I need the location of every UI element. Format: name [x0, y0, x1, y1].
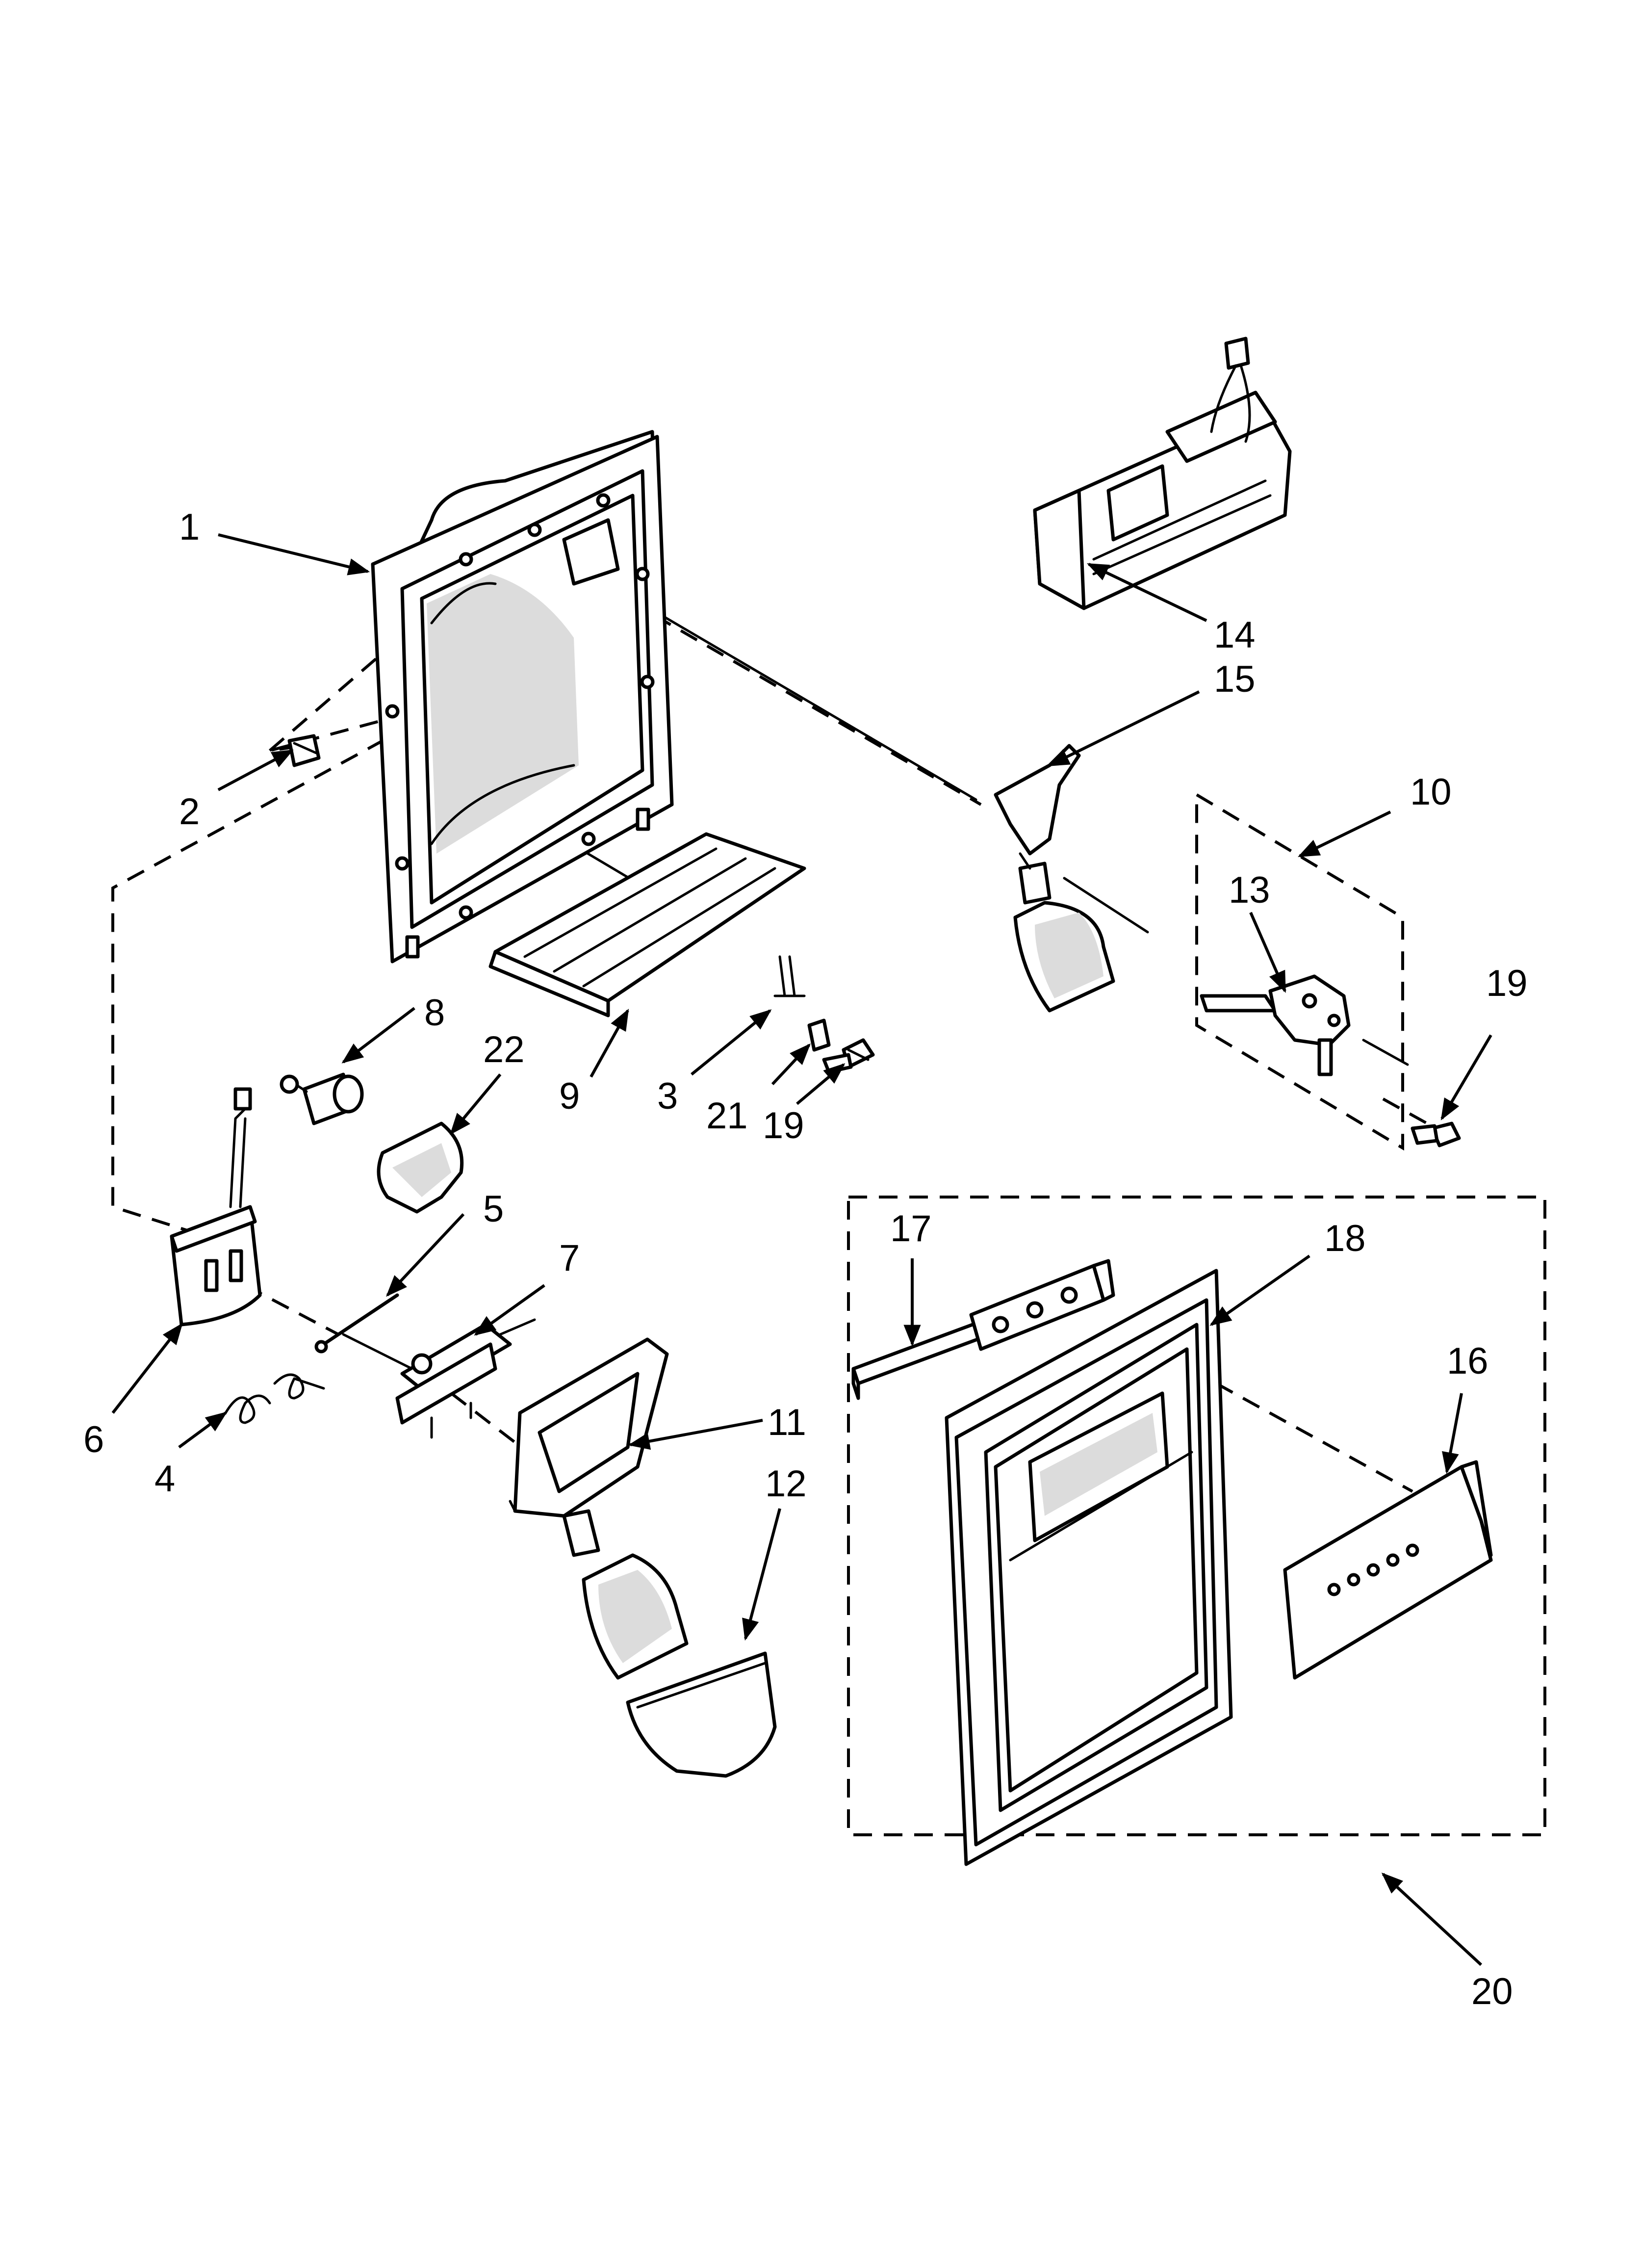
callout-16: 16	[1447, 1340, 1488, 1382]
callout-19-right: 19	[1486, 963, 1528, 1004]
ice-bucket	[626, 1651, 777, 1778]
callout-3: 3	[657, 1075, 678, 1117]
solenoid-part-8	[280, 1072, 364, 1125]
pin-part-5	[314, 1293, 399, 1354]
assembly-lines	[111, 548, 1428, 1748]
callout-22: 22	[483, 1029, 525, 1070]
callout-10: 10	[1410, 771, 1452, 813]
ice-lever	[509, 1337, 689, 1680]
leader-lines	[111, 533, 1492, 1966]
callout-18: 18	[1324, 1218, 1366, 1259]
callout-13: 13	[1229, 869, 1270, 911]
callout-5: 5	[483, 1188, 504, 1230]
callout-12: 12	[765, 1463, 807, 1505]
screw-part-19-left	[822, 1038, 875, 1074]
spring-part-4	[214, 1373, 325, 1424]
front-frame	[945, 1269, 1233, 1866]
callout-17: 17	[890, 1208, 932, 1250]
callout-8: 8	[424, 992, 445, 1034]
cover-part-22	[377, 1121, 464, 1214]
callout-7: 7	[559, 1237, 580, 1279]
switch-part-13	[1200, 974, 1351, 1076]
drip-tray	[488, 832, 806, 1017]
callout-2: 2	[179, 791, 200, 833]
callout-14: 14	[1214, 614, 1256, 656]
actuator-part-6	[170, 1087, 262, 1327]
clip-part-21	[807, 1018, 831, 1052]
clip-part-3	[773, 955, 806, 997]
callout-6: 6	[83, 1419, 104, 1460]
control-panel	[1283, 1460, 1493, 1680]
callout-1: 1	[179, 506, 200, 548]
screw-part-2	[287, 734, 321, 767]
assembly-10-box	[1195, 792, 1404, 1151]
assembly-20-box	[847, 1196, 1546, 1836]
bracket-part-7	[395, 1318, 536, 1439]
dispenser-bracket	[1033, 337, 1292, 610]
callout-9: 9	[559, 1075, 580, 1117]
cable-part-17	[851, 1259, 1115, 1400]
callout-11: 11	[768, 1402, 806, 1443]
callout-labels: 1 2 3 4 5 6 7 8 9 10 11 12 13 14 15 16 1…	[83, 506, 1528, 2012]
callout-21: 21	[706, 1095, 748, 1137]
water-lever	[994, 744, 1115, 1013]
dispenser-housing	[371, 430, 674, 964]
callout-4: 4	[154, 1458, 175, 1500]
callout-15: 15	[1214, 658, 1256, 700]
callout-19-left: 19	[763, 1105, 804, 1147]
screw-part-19-right	[1411, 1121, 1461, 1147]
callout-20: 20	[1471, 1971, 1513, 2012]
